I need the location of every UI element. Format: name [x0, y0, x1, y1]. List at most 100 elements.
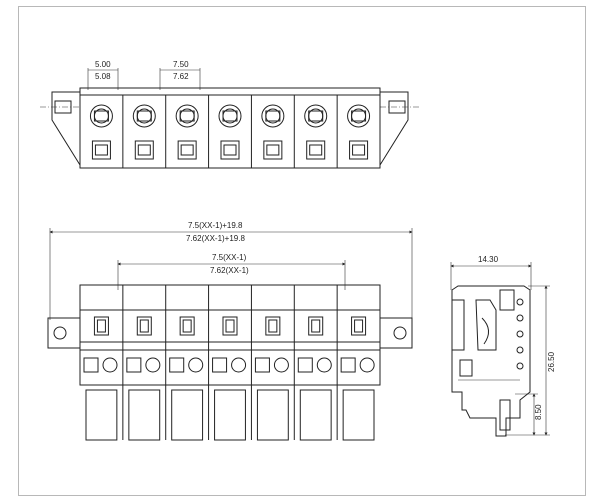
- front-view: 7.5(XX-1)+19.8 7.62(XX-1)+19.8 7.5(XX-1)…: [47, 221, 413, 441]
- screw-slot: [93, 110, 109, 122]
- front-screw-window: [222, 316, 238, 336]
- wire-entry-inner: [180, 144, 194, 156]
- pitch-b-lower-label: 7.62: [173, 72, 189, 81]
- side-height-label: 26.50: [547, 351, 556, 372]
- front-pin-leg: [214, 389, 246, 441]
- pitch-b-upper-label: 7.50: [173, 60, 189, 69]
- front-wire-circle: [231, 357, 247, 373]
- screw-slot: [222, 110, 238, 122]
- front-right-flange-hole: [393, 326, 407, 340]
- side-marker-dot: [516, 330, 524, 338]
- front-screw-inner: [311, 319, 321, 333]
- screw-hole: [261, 104, 285, 128]
- screw-slot: [265, 110, 281, 122]
- front-left-flange: [47, 317, 81, 349]
- front-wire-circle: [273, 357, 289, 373]
- side-pin-label: 8.50: [534, 404, 543, 420]
- side-clamp-chamber: [475, 299, 497, 351]
- side-marker-dot: [516, 346, 524, 354]
- front-screw-inner: [268, 319, 278, 333]
- front-pin-leg: [342, 389, 375, 441]
- wire-entry: [91, 140, 111, 160]
- front-wire-square: [254, 357, 270, 373]
- wire-entry-inner: [309, 144, 323, 156]
- front-pin-leg: [85, 389, 118, 441]
- wire-entry-inner: [352, 144, 366, 156]
- screw-slot: [351, 110, 367, 122]
- front-screw-window: [265, 316, 281, 336]
- wire-entry: [134, 140, 154, 160]
- front-wire-circle: [316, 357, 332, 373]
- top-body-outline: [79, 87, 381, 169]
- front-pin-leg: [171, 389, 204, 441]
- side-square-window: [459, 359, 473, 377]
- screw-hole: [218, 104, 242, 128]
- front-screw-inner: [139, 319, 149, 333]
- screw-slot: [308, 110, 324, 122]
- right-flange: [379, 91, 409, 167]
- wire-entry-inner: [266, 144, 280, 156]
- screw-hole: [132, 104, 156, 128]
- screw-hole: [89, 104, 113, 128]
- wire-entry: [263, 140, 283, 160]
- front-wire-circle: [188, 357, 204, 373]
- screw-hole: [347, 104, 371, 128]
- front-pin-leg: [128, 389, 161, 441]
- wire-entry: [349, 140, 369, 160]
- side-pin: [499, 399, 511, 431]
- side-spring: [481, 317, 489, 345]
- side-body-outline: [451, 285, 531, 437]
- span-upper-label: 7.5(XX-1): [212, 253, 247, 262]
- front-right-flange: [379, 317, 413, 349]
- screw-hole: [175, 104, 199, 128]
- pitch-a-lower-label: 5.08: [95, 72, 111, 81]
- front-cells: [83, 285, 375, 441]
- side-dots: [516, 298, 524, 370]
- side-screw-head: [499, 289, 515, 311]
- front-wire-square: [297, 357, 313, 373]
- wire-entry-inner: [223, 144, 237, 156]
- front-screw-window: [351, 316, 367, 336]
- front-wire-square: [169, 357, 185, 373]
- top-cells: [89, 95, 371, 168]
- front-wire-square: [83, 357, 99, 373]
- front-screw-inner: [354, 319, 364, 333]
- wire-entry: [177, 140, 197, 160]
- front-screw-inner: [225, 319, 235, 333]
- wire-entry: [220, 140, 240, 160]
- wire-entry-inner: [137, 144, 151, 156]
- wire-entry: [306, 140, 326, 160]
- front-wire-square: [126, 357, 142, 373]
- screw-slot: [136, 110, 152, 122]
- front-wire-circle: [145, 357, 161, 373]
- front-pin-leg: [256, 389, 289, 441]
- front-pin-leg: [299, 389, 332, 441]
- pitch-a-upper-label: 5.00: [95, 60, 111, 69]
- front-wire-circle: [359, 357, 375, 373]
- side-marker-dot: [516, 298, 524, 306]
- front-screw-inner: [96, 319, 106, 333]
- side-marker-dot: [516, 314, 524, 322]
- front-left-flange-hole: [53, 326, 67, 340]
- side-width-label: 14.30: [478, 255, 499, 264]
- front-screw-inner: [182, 319, 192, 333]
- wire-entry-inner: [94, 144, 108, 156]
- screw-hole: [304, 104, 328, 128]
- left-flange: [51, 91, 81, 167]
- front-screw-window: [179, 316, 195, 336]
- front-screw-window: [93, 316, 109, 336]
- span-lower-label: 7.62(XX-1): [210, 266, 249, 275]
- front-screw-window: [136, 316, 152, 336]
- side-marker-dot: [516, 362, 524, 370]
- overall-upper-label: 7.5(XX-1)+19.8: [188, 221, 243, 230]
- front-wire-square: [212, 357, 228, 373]
- side-view: 14.30 26.50 8.50: [450, 255, 556, 437]
- screw-slot: [179, 110, 195, 122]
- front-screw-window: [308, 316, 324, 336]
- overall-lower-label: 7.62(XX-1)+19.8: [186, 234, 245, 243]
- front-wire-square: [340, 357, 356, 373]
- front-wire-circle: [102, 357, 118, 373]
- side-latch: [451, 299, 465, 351]
- top-view: 5.00 5.08 7.50 7.62: [40, 60, 420, 169]
